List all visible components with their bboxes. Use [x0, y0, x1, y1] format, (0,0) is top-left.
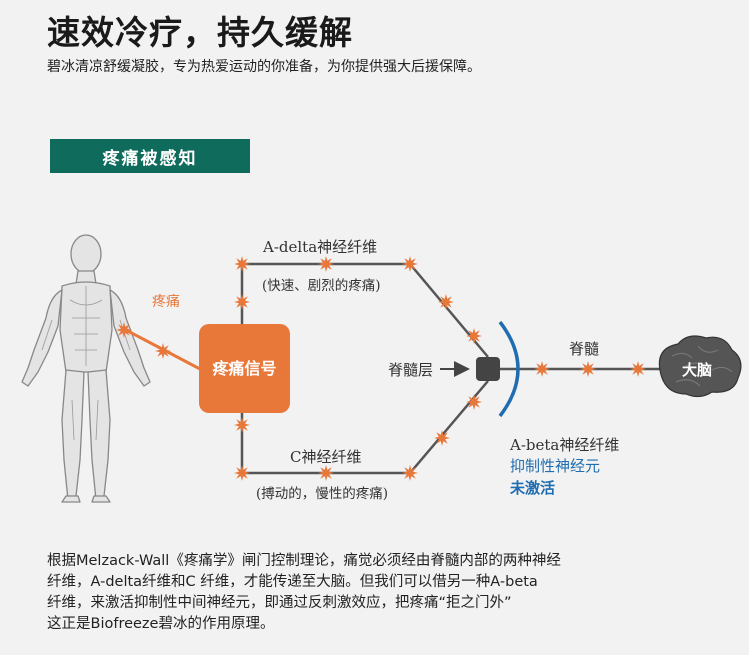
pain-label: 疼痛	[152, 293, 180, 310]
explanation-text: 根据Melzack-Wall《疼痛学》闸门控制理论，痛觉必须经由脊髓内部的两种神…	[47, 551, 707, 635]
signal-marker	[234, 256, 250, 272]
a-beta-inhibit-label: 抑制性神经元	[510, 457, 600, 475]
signal-marker	[318, 256, 334, 272]
signal-marker	[466, 394, 482, 410]
signal-marker	[234, 417, 250, 433]
signal-marker	[402, 465, 418, 481]
a-delta-title: A-delta神经纤维	[262, 238, 377, 256]
c-fiber-title: C神经纤维	[290, 448, 361, 466]
page-title: 速效冷疗，持久缓解	[47, 13, 353, 52]
a-beta-inactive-label: 未激活	[509, 479, 555, 497]
a-delta-description: (快速、剧烈的疼痛)	[262, 277, 381, 294]
signal-marker	[580, 361, 596, 377]
explanation-line-2: 纤维，A-delta纤维和C 纤维，才能传递至大脑。但我们可以借另一种A-bet…	[47, 574, 538, 590]
brain-label: 大脑	[682, 361, 712, 379]
human-body-figure	[21, 234, 151, 503]
c-fiber-description: (搏动的，慢性的疼痛)	[256, 485, 388, 502]
page-subtitle: 碧冰清凉舒缓凝胶，专为热爱运动的你准备，为你提供强大后援保障。	[47, 59, 481, 75]
signal-marker	[466, 328, 482, 344]
signal-marker	[155, 343, 171, 359]
signal-marker	[434, 430, 450, 446]
signal-marker	[318, 465, 334, 481]
signal-marker	[534, 361, 550, 377]
a-beta-gate-arc	[498, 320, 520, 418]
explanation-line-4: 这正是Biofreeze碧冰的作用原理。	[47, 616, 275, 632]
spinal-cord-label: 脊髓	[569, 340, 599, 358]
brain-icon	[658, 335, 742, 398]
pain-signal-label: 疼痛信号	[212, 359, 276, 378]
signal-markers	[116, 256, 646, 481]
signal-marker	[438, 294, 454, 310]
signal-marker	[234, 465, 250, 481]
a-beta-title: A-beta神经纤维	[509, 436, 619, 454]
signal-marker	[116, 322, 132, 338]
pain-signal-box	[199, 324, 290, 413]
spinal-layer-label: 脊髓层	[388, 361, 433, 379]
explanation-line-1: 根据Melzack-Wall《疼痛学》闸门控制理论，痛觉必须经由脊髓内部的两种神…	[47, 553, 561, 569]
signal-marker	[630, 361, 646, 377]
section-header: 疼痛被感知	[50, 139, 250, 173]
signal-marker	[402, 256, 418, 272]
signal-marker	[234, 294, 250, 310]
explanation-line-3: 纤维，来激活抑制性中间神经元，即通过反刺激效应，把疼痛“拒之门外”	[47, 595, 512, 611]
spinal-junction-node	[476, 357, 500, 381]
